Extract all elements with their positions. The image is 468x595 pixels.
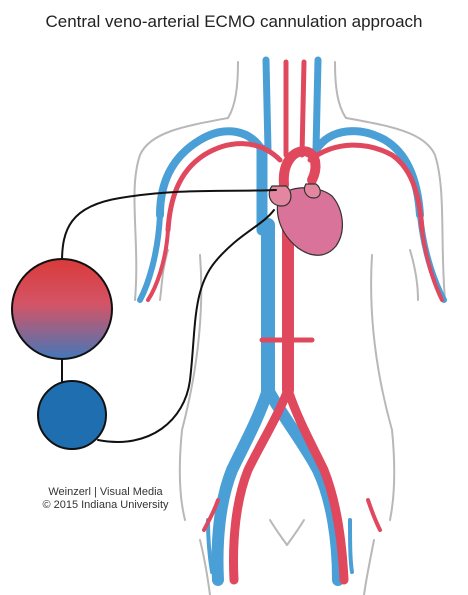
left-hand-vein-1 — [208, 520, 212, 572]
neck-left-outline — [228, 62, 238, 118]
right-leg-branch — [368, 500, 380, 530]
right-leg-outline — [364, 540, 374, 595]
left-carotid-artery — [302, 62, 304, 155]
right-hand-vein-1 — [350, 520, 352, 572]
heart — [269, 184, 342, 255]
arterial-return-cannula — [98, 210, 274, 442]
credit-line-1: Weinzerl | Visual Media — [28, 486, 183, 499]
neck-right-outline — [335, 62, 346, 118]
ecmo-pump — [12, 259, 112, 359]
left-torso-outline — [180, 255, 201, 520]
right-atrium — [269, 186, 291, 206]
illustration-credit: Weinzerl | Visual Media © 2015 Indiana U… — [28, 486, 183, 512]
right-inner-arm-outline — [410, 250, 418, 300]
left-arm-vein — [140, 215, 160, 300]
crotch-outline — [270, 520, 304, 545]
credit-line-2: © 2015 Indiana University — [28, 499, 183, 512]
ecmo-oxygenator — [38, 381, 106, 449]
right-torso-outline — [371, 255, 394, 520]
arterial-system — [148, 62, 442, 580]
left-atrium — [304, 184, 320, 198]
aortic-arch — [284, 151, 316, 185]
right-jugular-vein — [266, 60, 268, 150]
left-jugular-vein — [316, 60, 318, 150]
